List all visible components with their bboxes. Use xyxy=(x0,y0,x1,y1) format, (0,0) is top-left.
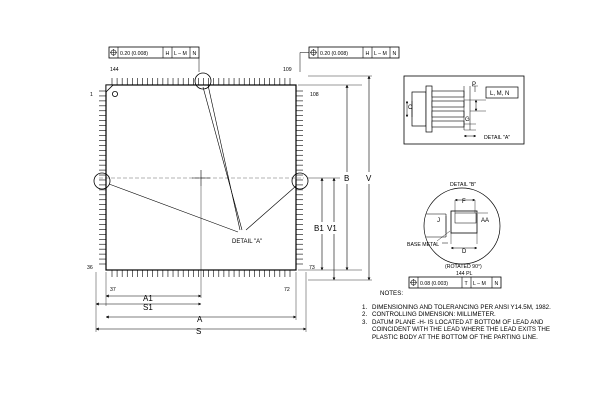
datum-lm: L – M xyxy=(174,51,187,57)
note-number: 2. xyxy=(362,311,368,319)
detail-circle-left xyxy=(93,172,111,190)
tolerance-value: 0.20 (0.008) xyxy=(320,51,348,57)
detail-b-d: D xyxy=(462,249,467,255)
vertical-dimensions xyxy=(298,75,372,281)
datum-n: N xyxy=(495,281,499,287)
tolerance-frame-top-left: 0.20 (0.008) H L – M N xyxy=(108,46,200,59)
detail-b-count: 144 PL xyxy=(456,271,473,277)
detail-b-base-metal: BASE METAL xyxy=(407,242,439,248)
dim-s: S xyxy=(196,327,201,336)
detail-b-rotated: (ROTATED 90°) xyxy=(445,264,482,270)
dim-b: B xyxy=(344,174,349,183)
note-text: DATUM PLANE -H- IS LOCATED AT BOTTOM OF … xyxy=(372,318,550,341)
package-body xyxy=(99,84,304,271)
pin-number-1: 1 xyxy=(90,92,93,98)
dim-v1: V1 xyxy=(327,224,337,233)
detail-a-c: C xyxy=(408,105,413,111)
dim-b1: B1 xyxy=(314,224,324,233)
datum-n: N xyxy=(193,51,197,57)
pin-number-108: 108 xyxy=(310,92,319,98)
detail-a-title: DETAIL "A" xyxy=(484,135,510,141)
dim-a1: A1 xyxy=(143,294,153,303)
detail-a-g: G xyxy=(465,117,470,123)
detail-a-view xyxy=(403,75,525,145)
detail-b-f: F xyxy=(462,199,466,205)
datum-lm: L – M xyxy=(473,281,486,287)
pin-number-36: 36 xyxy=(87,265,93,271)
note-item: 3. DATUM PLANE -H- IS LOCATED AT BOTTOM … xyxy=(362,319,562,342)
datum-h: H xyxy=(166,51,170,57)
detail-b-view xyxy=(423,187,501,265)
dim-v: V xyxy=(366,174,372,183)
pin-number-109: 109 xyxy=(283,67,292,73)
position-symbol-icon xyxy=(310,49,317,56)
note-item: 1. DIMENSIONING AND TOLERANCING PER ANSI… xyxy=(362,304,562,312)
note-text: CONTROLLING DIMENSION: MILLIMETER. xyxy=(372,311,496,319)
note-number: 1. xyxy=(362,303,368,311)
datum-n: N xyxy=(393,51,397,57)
notes-header: NOTES: xyxy=(380,290,404,297)
note-text: DIMENSIONING AND TOLERANCING PER ANSI Y1… xyxy=(372,303,551,311)
dim-s1: S1 xyxy=(143,303,153,312)
pin-number-144: 144 xyxy=(110,67,119,73)
dim-a: A xyxy=(197,315,203,324)
pin-number-37: 37 xyxy=(110,287,116,293)
datum-h: H xyxy=(366,51,370,57)
lead-pins xyxy=(99,78,303,277)
datum-lm: L – M xyxy=(374,51,387,57)
detail-a-p: P xyxy=(472,82,476,88)
note-number: 3. xyxy=(362,318,368,326)
detail-a-leaders xyxy=(108,84,297,233)
tolerance-frame-bottom-right: 0.08 (0.003) T L – M N xyxy=(408,276,502,289)
notes-block: NOTES: 1. DIMENSIONING AND TOLERANCING P… xyxy=(362,290,562,342)
detail-a-callout: DETAIL "A" xyxy=(232,239,262,245)
tolerance-frame-top-right: 0.20 (0.008) H L – M N xyxy=(308,46,400,59)
note-item: 2. CONTROLLING DIMENSION: MILLIMETER. xyxy=(362,311,562,319)
position-symbol-icon xyxy=(410,279,417,286)
detail-b-aa: AA xyxy=(481,218,489,224)
detail-circle-right xyxy=(291,172,309,190)
tolerance-value: 0.20 (0.008) xyxy=(120,51,148,57)
pin-number-73: 73 xyxy=(309,265,315,271)
horizontal-dimensions xyxy=(95,186,307,332)
tolerance-value: 0.08 (0.003) xyxy=(420,281,448,287)
detail-b-title: DETAIL "B" xyxy=(450,182,476,188)
detail-b-j: J xyxy=(437,218,440,224)
pin1-marker xyxy=(112,91,119,98)
datum-t: T xyxy=(465,281,469,287)
detail-circle-top xyxy=(194,72,212,90)
detail-a-datums: L, M, N xyxy=(490,91,509,97)
pin-number-72: 72 xyxy=(284,287,290,293)
position-symbol-icon xyxy=(110,49,117,56)
